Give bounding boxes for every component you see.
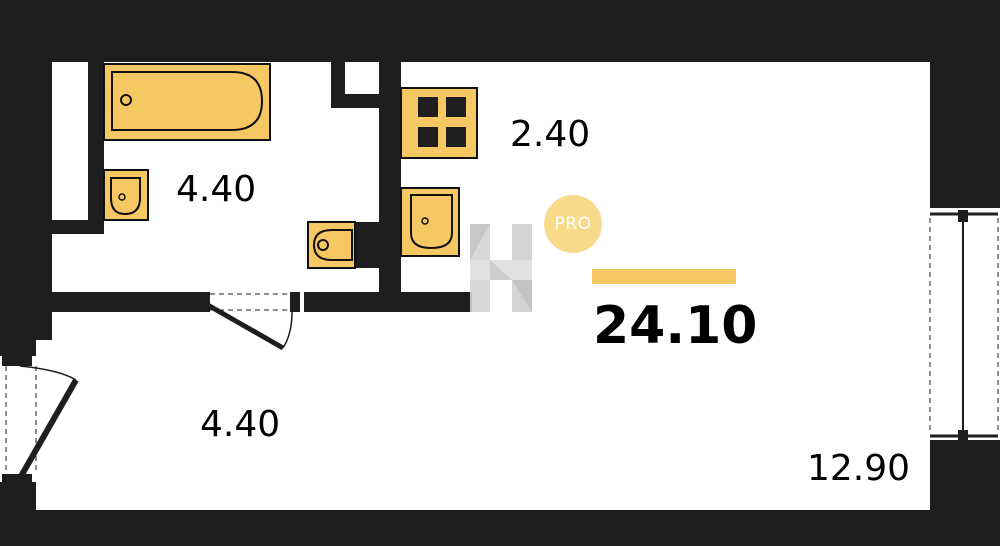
total-area: 24.10 xyxy=(593,296,758,356)
living-area: 12.90 xyxy=(807,448,911,489)
stove-icon xyxy=(400,87,478,159)
bathroom-door-icon xyxy=(200,290,304,351)
bathroom-area: 4.40 xyxy=(176,169,257,210)
hallway-area: 4.40 xyxy=(200,404,281,445)
total-area-underline xyxy=(592,269,736,284)
logo-watermark-icon xyxy=(470,224,532,312)
sink-icon xyxy=(103,169,149,221)
pro-badge: PRO xyxy=(544,195,602,253)
bathtub-icon xyxy=(103,63,271,141)
window-icon xyxy=(929,208,1000,442)
kitchen-area: 2.40 xyxy=(510,114,591,155)
toilet-icon xyxy=(307,221,379,269)
kitchen-sink-icon xyxy=(400,187,460,257)
entrance-door-icon xyxy=(0,356,79,484)
